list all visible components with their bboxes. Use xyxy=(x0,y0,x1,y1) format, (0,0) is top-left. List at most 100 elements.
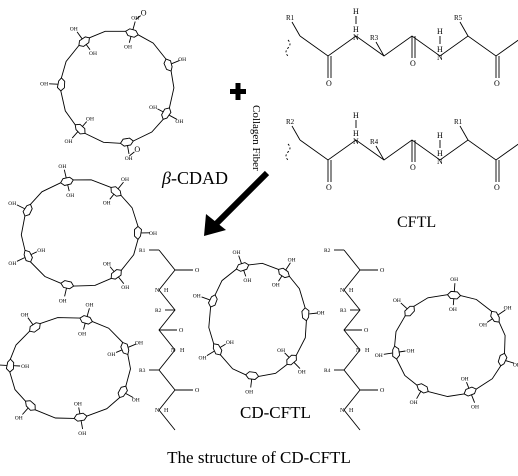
cd-cftl-label: CD-CFTL xyxy=(240,403,311,423)
hydroxyl-bond xyxy=(84,323,86,329)
hydroxyl-label: OH xyxy=(78,331,86,337)
hydroxyl-bond xyxy=(158,109,164,112)
carbonyl-oxygen-label: O xyxy=(410,163,416,172)
hydroxyl-label: OH xyxy=(103,261,111,267)
hydroxyl-label: OH xyxy=(8,261,16,267)
hydroxymethyl-bond xyxy=(239,256,242,264)
linker-oxygen-label: O xyxy=(179,328,184,334)
hydroxyl-label: OH xyxy=(58,164,66,170)
amide-hydrogen-label: H xyxy=(353,7,359,16)
beta-symbol: β xyxy=(162,168,171,188)
linker-hydrogen-label: H xyxy=(180,348,185,354)
glucose-unit xyxy=(135,226,142,239)
hydroxyl-bond xyxy=(467,382,469,388)
glycosidic-bond xyxy=(21,216,25,250)
cyclodextrin-ring xyxy=(202,256,318,388)
aldehyde-oxygen-label: O xyxy=(134,145,140,154)
hydroxyl-label: OH xyxy=(193,294,201,300)
hydroxymethyl-bond xyxy=(417,391,421,398)
hydroxyl-label: OH xyxy=(132,398,140,404)
glucose-unit xyxy=(213,344,222,355)
linker-bond xyxy=(344,250,360,430)
hydroxyl-label: OH xyxy=(178,57,186,63)
linker-nitrogen-label: N xyxy=(356,348,361,354)
glycosidic-bond xyxy=(10,331,29,359)
amide-nitrogen-label: N xyxy=(437,53,443,62)
hydroxyl-bond xyxy=(220,344,226,347)
hydroxyl-label: OH xyxy=(226,340,234,346)
carbonyl-oxygen-label: O xyxy=(494,183,500,192)
glycosidic-bond xyxy=(61,91,75,125)
hydroxyl-label: OH xyxy=(21,313,29,319)
linker-backbone xyxy=(334,250,378,430)
glucose-unit xyxy=(464,387,476,396)
glycosidic-bond xyxy=(296,321,306,356)
glycosidic-bond xyxy=(215,269,236,295)
glycosidic-bond xyxy=(121,239,138,270)
hydroxyl-label: OH xyxy=(461,377,469,383)
cyclodextrin-rings xyxy=(0,16,514,429)
hydroxymethyl-bond xyxy=(81,421,83,429)
hydroxyl-bond xyxy=(129,36,131,42)
hydroxyl-label: OH xyxy=(21,364,29,370)
hydroxyl-label: OH xyxy=(504,306,512,312)
glycosidic-bond xyxy=(92,322,122,343)
hydroxyl-label: OH xyxy=(450,277,458,283)
hydroxyl-bond xyxy=(285,353,290,358)
plus-icon xyxy=(230,83,246,100)
hydroxyl-label: OH xyxy=(449,307,457,313)
hydroxymethyl-bond xyxy=(133,22,135,30)
hydroxyl-label: OH xyxy=(66,193,74,199)
linker-side-label: R4 xyxy=(324,368,331,374)
hydroxyl-bond xyxy=(86,45,90,50)
glycosidic-bond xyxy=(476,366,501,389)
hydroxymethyl-bond xyxy=(64,170,66,178)
side-chain-label: R1 xyxy=(454,118,463,126)
glycosidic-bond xyxy=(133,119,163,141)
glycosidic-bond xyxy=(87,398,120,417)
hydroxyl-label: OH xyxy=(40,82,48,88)
side-chain-label: R5 xyxy=(454,14,463,22)
cyclodextrin-ring xyxy=(17,170,150,297)
hydroxyl-label: OH xyxy=(513,362,518,368)
hydroxyl-label: OH xyxy=(277,348,285,354)
hydroxymethyl-bond xyxy=(128,146,130,154)
glucose-unit xyxy=(111,187,121,197)
linker-nitrogen-label: N xyxy=(171,348,176,354)
hydroxyl-label: OH xyxy=(107,352,115,358)
hydroxyl-label: OH xyxy=(103,201,111,207)
glycosidic-bond xyxy=(40,318,80,324)
hydroxymethyl-bond xyxy=(17,258,25,262)
hydroxymethyl-bond xyxy=(202,297,210,300)
hydroxyl-label: OH xyxy=(131,16,139,22)
glucose-unit xyxy=(498,353,507,366)
glucose-unit xyxy=(236,263,248,272)
linker-side-label: R2 xyxy=(324,248,331,254)
linker-oxygen-label: O xyxy=(380,388,385,394)
cdad-suffix: -CDAD xyxy=(171,168,228,188)
hydroxyl-label: OH xyxy=(59,298,67,304)
hydroxyl-label: OH xyxy=(407,348,415,354)
linker-hydrogen-label: H xyxy=(365,348,370,354)
side-chain-bond xyxy=(376,146,384,160)
glucose-unit xyxy=(162,108,171,119)
side-chain-label: R4 xyxy=(370,138,379,146)
glucose-unit xyxy=(24,250,32,262)
hydroxyl-bond xyxy=(244,270,246,276)
glycosidic-bond xyxy=(73,180,111,188)
hydroxyl-bond xyxy=(116,350,122,353)
glucose-unit xyxy=(302,308,309,321)
hydroxymethyl-bond xyxy=(294,363,300,369)
hydroxyl-label: OH xyxy=(78,431,86,437)
hydroxymethyl-bond xyxy=(87,308,89,316)
glucose-unit xyxy=(126,29,139,38)
linker-hydrogen-label: H xyxy=(164,288,169,294)
glycosidic-bond xyxy=(169,71,174,108)
hydroxyl-label: OH xyxy=(272,283,280,289)
glycosidic-bond xyxy=(259,365,287,377)
cyclodextrin-ring xyxy=(49,16,180,156)
glycosidic-bond xyxy=(126,355,131,387)
hydroxyl-bond xyxy=(79,407,80,413)
glucose-unit xyxy=(279,268,290,277)
